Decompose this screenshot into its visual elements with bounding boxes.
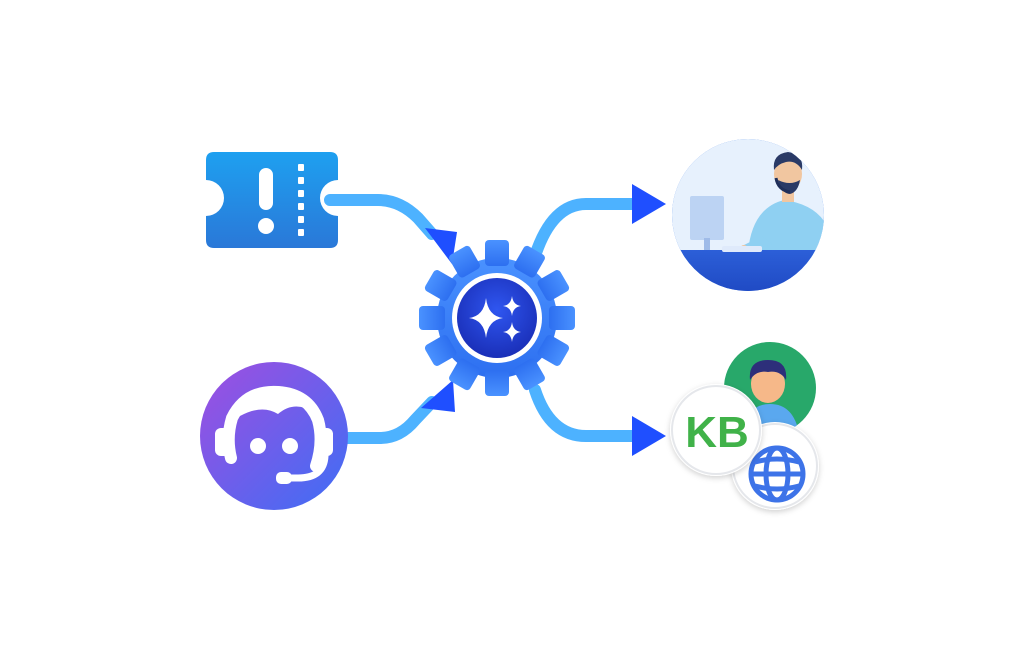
sparkle-icon bbox=[469, 296, 521, 342]
kb-label: KB bbox=[685, 408, 749, 457]
person-at-computer-icon bbox=[672, 139, 824, 291]
edge-ticket-to-engine bbox=[324, 194, 438, 240]
edge-engine-to-kb bbox=[529, 384, 642, 442]
connectors bbox=[324, 194, 642, 444]
ticket-alert-icon bbox=[206, 152, 338, 248]
arrowhead-ticket-engine bbox=[425, 228, 457, 264]
edge-bot-to-engine bbox=[342, 396, 438, 444]
arrowhead-engine-agent bbox=[632, 184, 666, 224]
knowledge-sources-cluster: KB bbox=[670, 342, 819, 510]
support-agent-headset-icon bbox=[200, 362, 348, 510]
arrowhead-bot-engine bbox=[421, 380, 455, 412]
edge-engine-to-agent bbox=[529, 198, 642, 262]
kb-badge-icon: KB bbox=[670, 384, 762, 476]
arrowheads bbox=[421, 184, 666, 456]
arrowhead-engine-kb bbox=[632, 416, 666, 456]
ai-sparkle-gear-icon bbox=[419, 240, 575, 396]
